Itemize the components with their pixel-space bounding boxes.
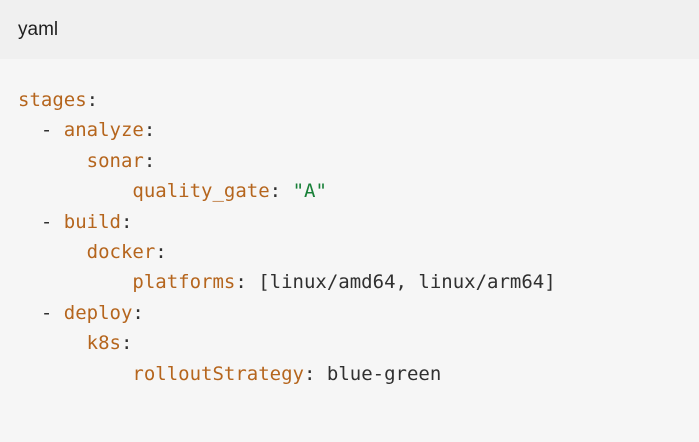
yaml-key: docker (86, 240, 156, 263)
code-indent (18, 363, 132, 385)
yaml-separator: : (143, 149, 156, 172)
code-line: - analyze: (18, 115, 699, 145)
code-line: platforms: [linux/amd64, linux/arm64] (18, 267, 699, 297)
code-indent (18, 211, 41, 233)
yaml-separator: : (269, 180, 293, 203)
code-line: stages: (18, 85, 699, 115)
yaml-separator: : (120, 332, 133, 355)
yaml-separator: : (86, 89, 99, 111)
yaml-value: [linux/amd64, linux/arm64] (258, 271, 556, 294)
yaml-separator: : (132, 301, 144, 324)
list-dash: - (40, 119, 64, 142)
code-indent (18, 271, 132, 293)
yaml-key: stages (18, 89, 87, 111)
code-line: docker: (18, 237, 699, 267)
code-line: k8s: (18, 328, 699, 358)
list-dash: - (40, 210, 64, 233)
list-dash: - (40, 301, 64, 324)
yaml-key: k8s (86, 332, 121, 355)
code-line: sonar: (18, 146, 699, 176)
yaml-key: build (63, 210, 121, 233)
yaml-key: sonar (86, 149, 144, 172)
yaml-separator: : (120, 210, 133, 233)
code-line: rolloutStrategy: blue-green (18, 359, 699, 389)
yaml-separator: : (235, 271, 259, 294)
code-header: yaml (0, 0, 699, 59)
yaml-value: "A" (292, 180, 327, 203)
yaml-key: rolloutStrategy (132, 362, 304, 385)
yaml-key: platforms (132, 271, 236, 294)
code-line: - deploy: (18, 298, 699, 328)
code-indent (18, 241, 87, 263)
code-indent (18, 180, 132, 202)
code-indent (18, 332, 87, 354)
yaml-key: analyze (63, 119, 144, 142)
yaml-key: quality_gate (132, 180, 270, 203)
yaml-separator: : (155, 240, 167, 263)
language-label: yaml (18, 18, 59, 40)
code-body[interactable]: stages: - analyze: sonar: quality_gate: … (0, 59, 699, 389)
yaml-key: deploy (63, 301, 133, 324)
yaml-separator: : (303, 362, 327, 385)
code-line: - build: (18, 207, 699, 237)
code-line: quality_gate: "A" (18, 176, 699, 206)
code-indent (18, 302, 41, 324)
code-indent (18, 119, 41, 141)
code-indent (18, 150, 87, 172)
yaml-separator: : (143, 119, 156, 142)
yaml-value: blue-green (326, 362, 442, 385)
